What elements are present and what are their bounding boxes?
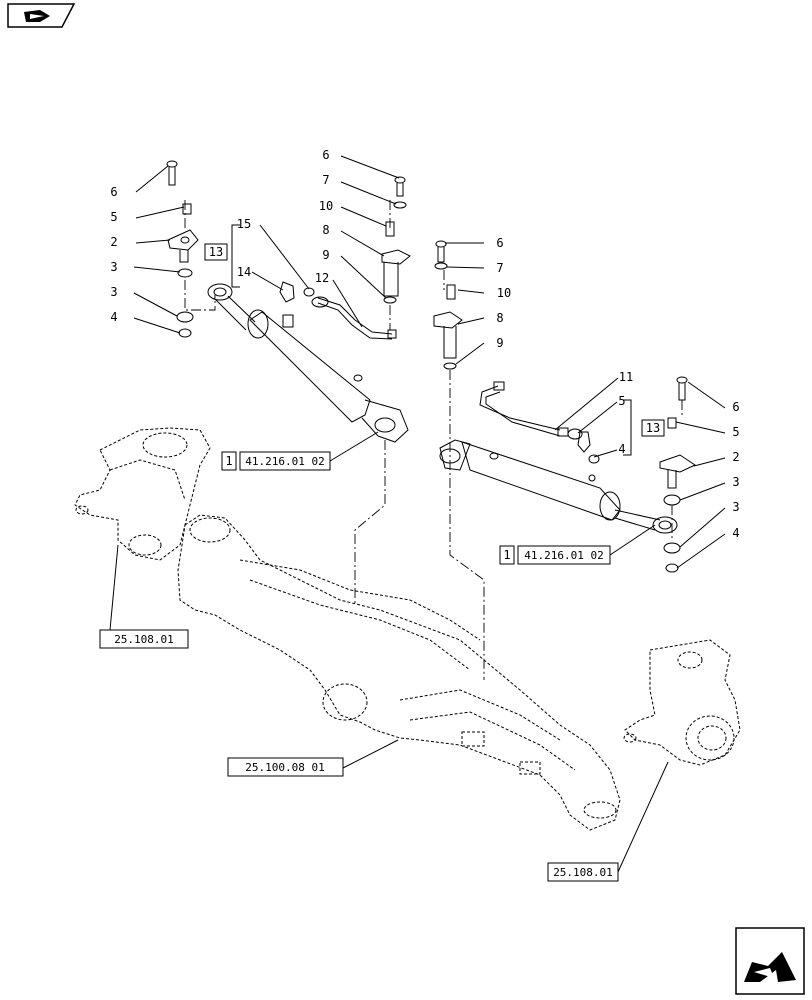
callout-5-bracket: 5 [618, 394, 625, 408]
callout-3-right-a: 3 [732, 475, 739, 489]
callout-4-bracket: 4 [618, 442, 625, 456]
callout-10-right-mid: 10 [497, 286, 511, 300]
callout-3-right-b: 3 [732, 500, 739, 514]
right-steering-cylinder [439, 439, 678, 534]
ref-hub-right[interactable]: 25.108.01 [547, 862, 619, 882]
callout-10-mid: 10 [319, 199, 333, 213]
ref-cylinder-right[interactable]: 1 41.216.01 02 [499, 545, 611, 565]
hydraulic-pipe-11 [479, 381, 569, 437]
ref-cylinder-right-code: 41.216.01 02 [524, 549, 603, 562]
callout-13-right-box: 13 [641, 419, 665, 437]
callout-11: 11 [619, 370, 633, 384]
ref-hub-left-code: 25.108.01 [114, 633, 174, 646]
next-page-arrow-icon [744, 952, 796, 982]
callout-13-left: 13 [209, 245, 223, 259]
callout-9-right-mid: 9 [496, 336, 503, 350]
ref-hub-left[interactable]: 25.108.01 [99, 629, 189, 649]
left-steering-cylinder [207, 283, 409, 443]
callout-15-left: 15 [237, 217, 251, 231]
prev-page-arrow-icon [24, 10, 50, 22]
right-fittings [659, 376, 697, 573]
callout-5-left: 5 [110, 210, 117, 224]
hydraulic-pipe-12 [317, 297, 397, 340]
callout-8-mid: 8 [322, 223, 329, 237]
ref-cylinder-left-index: 1 [225, 454, 232, 468]
callout-7-right-mid: 7 [496, 261, 503, 275]
callout-4-right: 4 [732, 526, 739, 540]
callout-6-right-mid: 6 [496, 236, 503, 250]
ref-hub-right-code: 25.108.01 [553, 866, 613, 879]
ref-cylinder-right-index: 1 [503, 548, 510, 562]
callout-6-right: 6 [732, 400, 739, 414]
axle-housing [177, 514, 621, 831]
centerline-right-pin [671, 400, 683, 540]
callout-7-mid: 7 [322, 173, 329, 187]
callout-6-left: 6 [110, 185, 117, 199]
left-fittings [166, 160, 329, 338]
callout-9-mid: 9 [322, 248, 329, 262]
middle-fittings [381, 176, 600, 464]
prev-page-button[interactable] [7, 3, 76, 28]
ref-axle-code: 25.100.08 01 [245, 761, 324, 774]
callout-13-right: 13 [646, 421, 660, 435]
callout-8-right-mid: 8 [496, 311, 503, 325]
callout-2-left: 2 [110, 235, 117, 249]
callout-13-left-box: 13 [204, 243, 228, 261]
callout-2-right: 2 [732, 450, 739, 464]
centerline-left-cyl [354, 440, 386, 605]
centerline-right-cyl [443, 270, 485, 680]
callout-14-left: 14 [237, 265, 251, 279]
callout-5-right: 5 [732, 425, 739, 439]
ref-cylinder-left[interactable]: 1 41.216.01 02 [221, 451, 331, 471]
ref-axle[interactable]: 25.100.08 01 [227, 757, 344, 777]
ref-cylinder-left-code: 41.216.01 02 [245, 455, 324, 468]
right-hub-knuckle [623, 639, 741, 766]
callout-3-left-b: 3 [110, 285, 117, 299]
callout-12: 12 [315, 271, 329, 285]
left-hub-knuckle [74, 427, 211, 561]
callout-4-left: 4 [110, 310, 117, 324]
next-page-button[interactable] [735, 927, 805, 995]
callout-6-mid: 6 [322, 148, 329, 162]
centerline-left-pin [184, 200, 216, 311]
callout-3-left-a: 3 [110, 260, 117, 274]
